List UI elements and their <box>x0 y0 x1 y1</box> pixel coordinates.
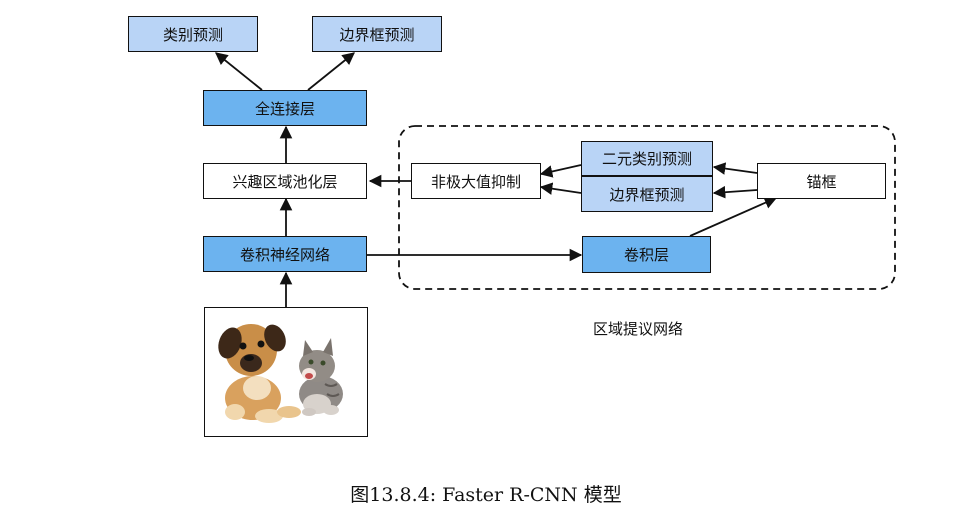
anchor-box: 锚框 <box>757 163 886 199</box>
bbox-prediction-label: 边界框预测 <box>339 25 415 44</box>
binary-class-prediction-box: 二元类别预测 <box>581 141 713 176</box>
class-prediction-label: 类别预测 <box>162 25 223 44</box>
nms-label: 非极大值抑制 <box>430 172 521 191</box>
cnn-label: 卷积神经网络 <box>239 245 330 264</box>
bbox-prediction-box: 边界框预测 <box>312 16 442 52</box>
arrow-bbox-to-nms <box>539 182 582 195</box>
arrow-fc-to-bbox <box>307 52 355 91</box>
conv-layer-label: 卷积层 <box>623 246 669 264</box>
arrow-anchor-to-bbox <box>712 185 758 199</box>
figure-caption: 图13.8.4: Faster R-CNN 模型 <box>350 484 622 506</box>
anchor-label: 锚框 <box>806 172 837 191</box>
arrow-anchor-to-binary <box>712 162 758 175</box>
cnn-box: 卷积神经网络 <box>203 236 367 272</box>
arrow-fc-to-class <box>215 52 263 91</box>
input-image <box>204 307 368 437</box>
rpn-bbox-prediction-label: 边界框预测 <box>609 185 685 204</box>
puppy-kitten-illustration <box>205 308 366 435</box>
conv-layer-box: 卷积层 <box>582 236 711 273</box>
fully-connected-label: 全连接层 <box>254 99 315 118</box>
class-prediction-box: 类别预测 <box>128 16 258 52</box>
rpn-bbox-prediction-box: 边界框预测 <box>581 176 713 212</box>
roi-pooling-box: 兴趣区域池化层 <box>203 163 367 199</box>
nms-box: 非极大值抑制 <box>411 163 541 199</box>
rpn-label: 区域提议网络 <box>593 320 684 338</box>
rpn-region <box>398 125 896 290</box>
arrow-binary-to-nms <box>539 164 582 178</box>
roi-pooling-label: 兴趣区域池化层 <box>232 172 338 191</box>
fully-connected-box: 全连接层 <box>203 90 367 126</box>
binary-class-prediction-label: 二元类别预测 <box>601 150 692 168</box>
arrow-conv-to-anchor <box>689 196 778 237</box>
